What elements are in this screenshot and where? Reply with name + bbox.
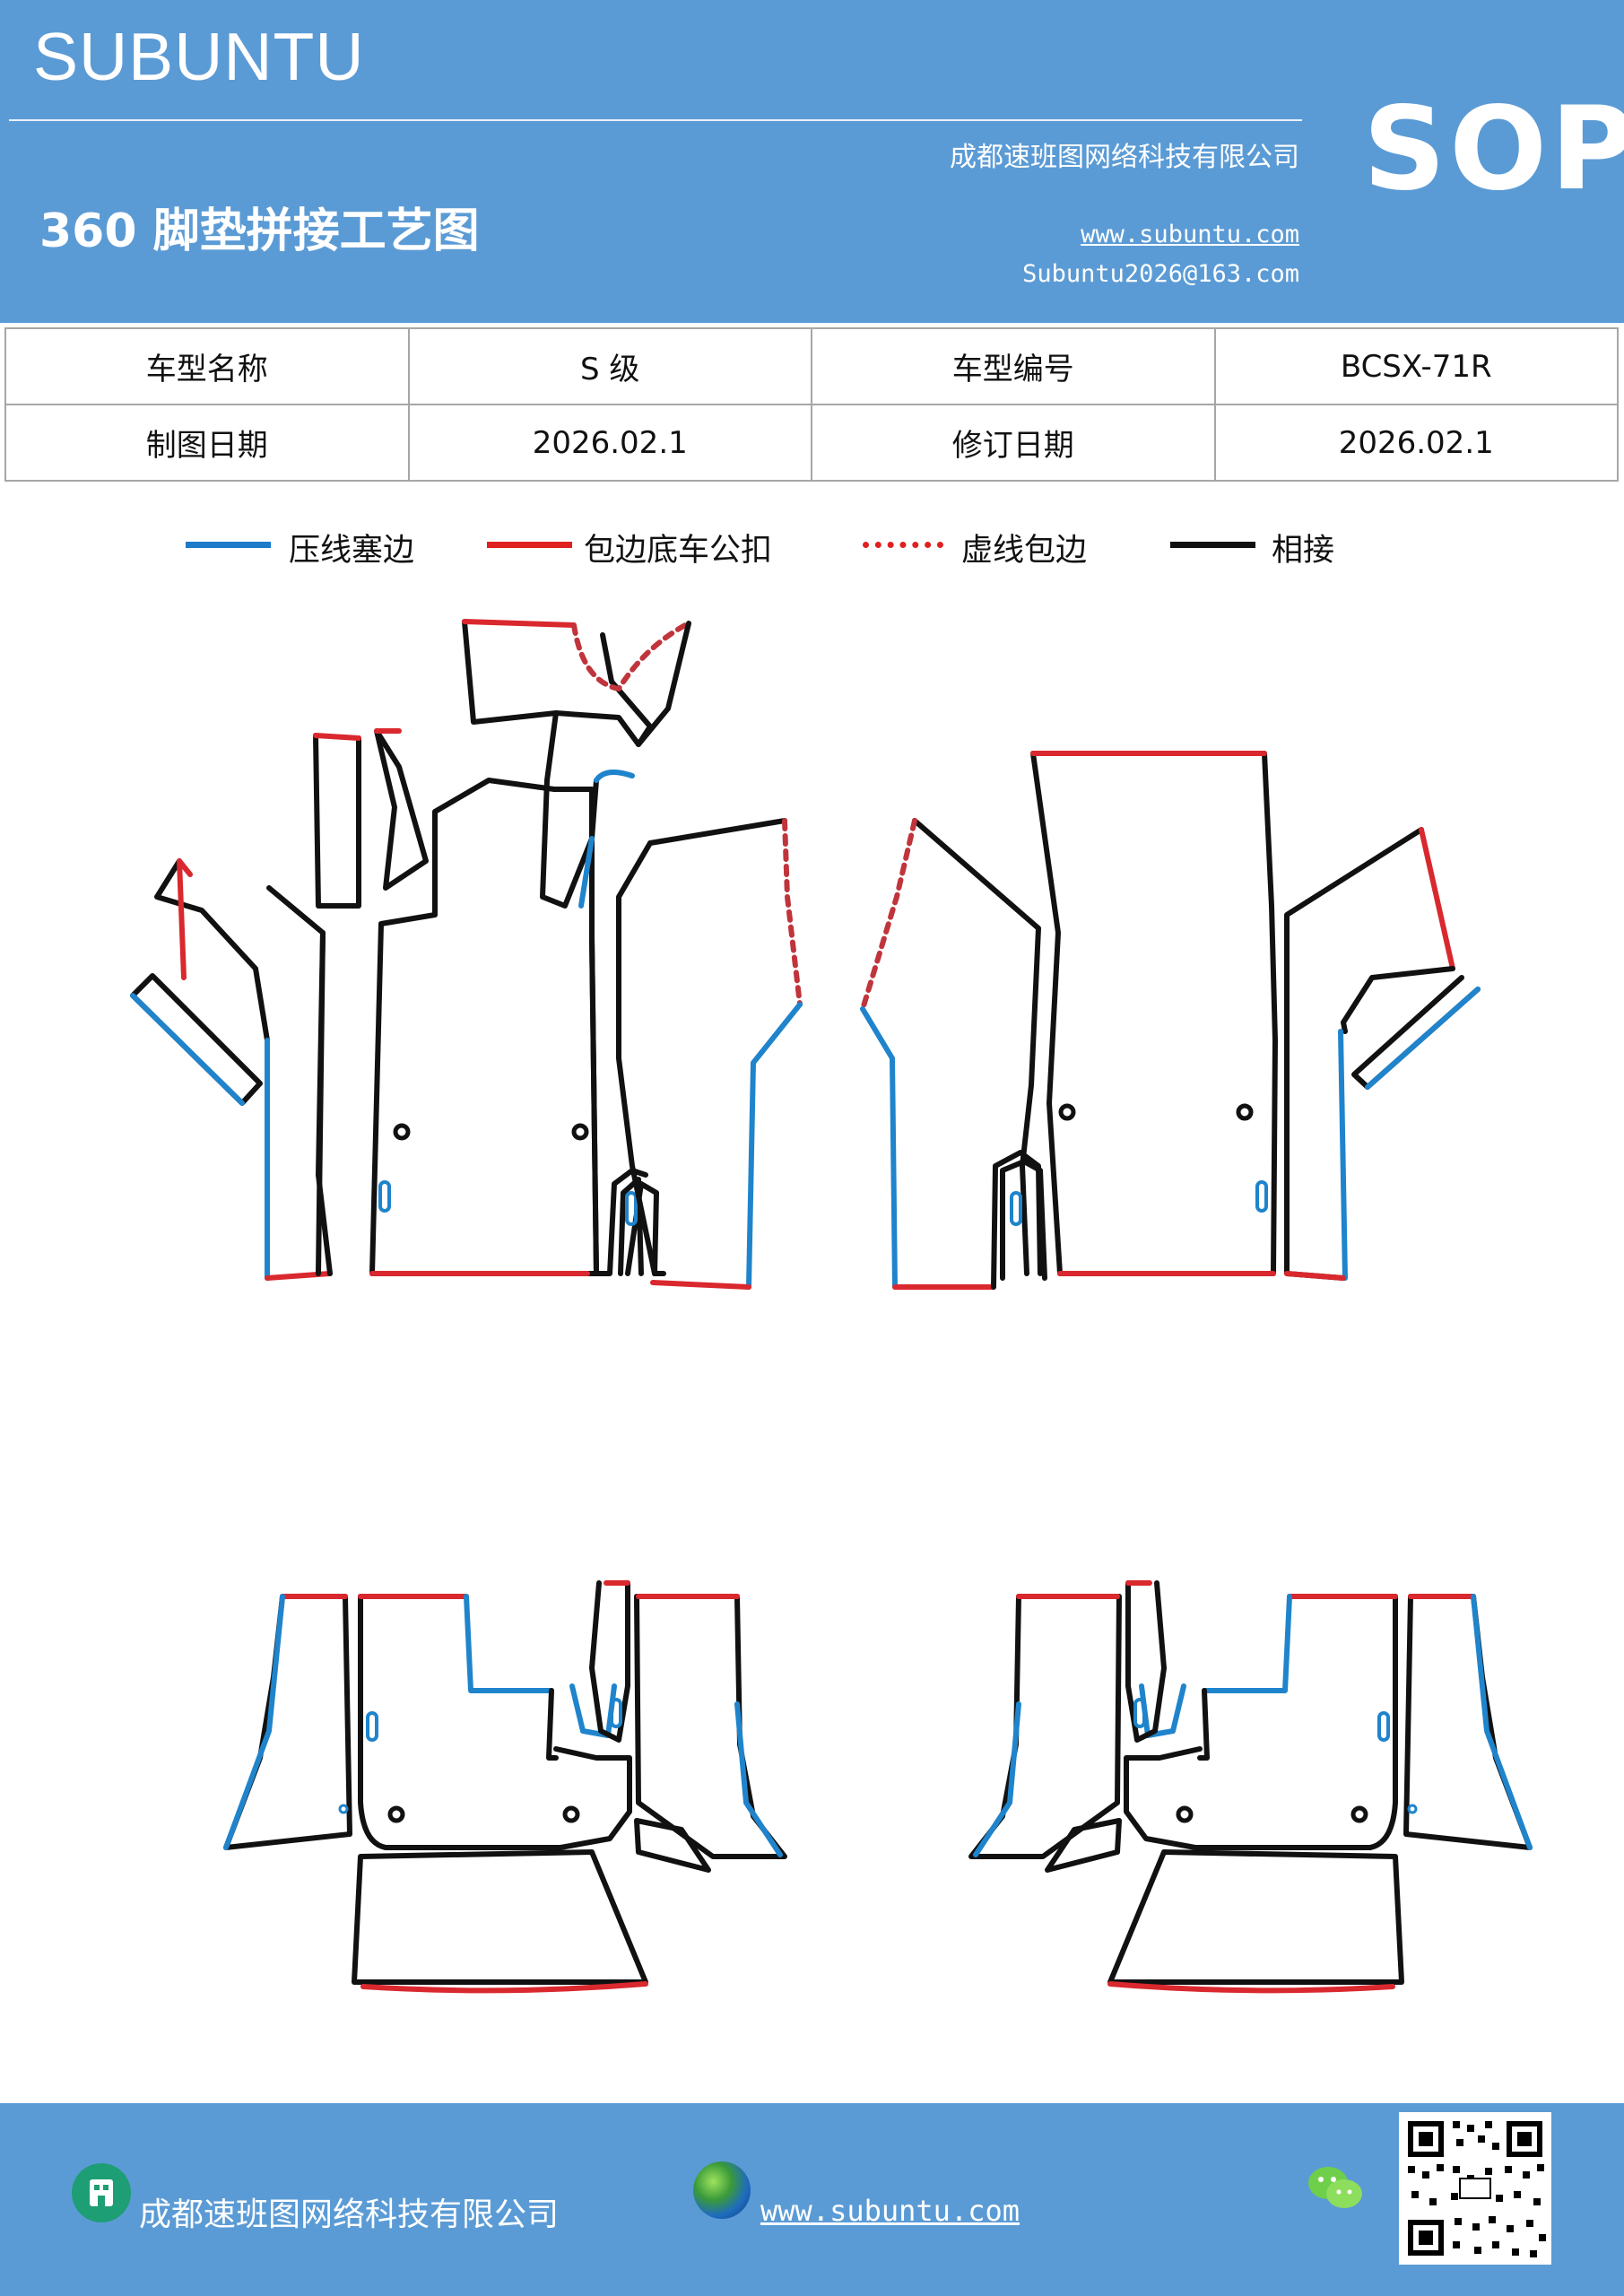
sop-badge: SOP bbox=[1363, 83, 1624, 216]
header-website-link[interactable]: www.subuntu.com bbox=[1081, 221, 1299, 248]
brand-name: SUBUNTU bbox=[33, 19, 365, 94]
legend-swatch-black bbox=[1170, 542, 1255, 548]
model-name-label: 车型名称 bbox=[4, 327, 410, 405]
footer-website-link[interactable]: www.subuntu.com bbox=[760, 2194, 1020, 2228]
mat-piece bbox=[860, 818, 1047, 1290]
mat-piece bbox=[616, 818, 803, 1290]
table-row: 车型名称 S 级 车型编号 BCSX-71R bbox=[4, 327, 1619, 405]
footer-company: 成都速班图网络科技有限公司 bbox=[139, 2196, 560, 2233]
header-company: 成都速班图网络科技有限公司 bbox=[950, 142, 1299, 173]
document-title: 360 脚垫拼接工艺图 bbox=[39, 204, 480, 258]
rear-mats-group bbox=[223, 1580, 1533, 1994]
mat-piece bbox=[1284, 827, 1481, 1281]
legend-label: 虚线包边 bbox=[961, 533, 1088, 569]
legend-label: 相接 bbox=[1272, 533, 1335, 569]
front-mats-group bbox=[130, 619, 1481, 1290]
mat-piece bbox=[462, 619, 691, 909]
mat-piece bbox=[313, 728, 429, 909]
building-icon bbox=[72, 2163, 131, 2222]
mat-piece bbox=[316, 778, 599, 1276]
legend-label: 包边底车公扣 bbox=[584, 533, 773, 569]
legend-swatch-red bbox=[487, 542, 572, 548]
draw-date-value: 2026.02.1 bbox=[407, 404, 812, 482]
info-table: 车型名称 S 级 车型编号 BCSX-71R 制图日期 2026.02.1 修订… bbox=[4, 327, 1619, 482]
model-name-value: S 级 bbox=[407, 327, 812, 405]
table-row: 制图日期 2026.02.1 修订日期 2026.02.1 bbox=[4, 404, 1619, 482]
mat-piece bbox=[1030, 751, 1278, 1276]
model-code-value: BCSX-71R bbox=[1213, 327, 1619, 405]
header-banner bbox=[0, 0, 1624, 323]
qr-code[interactable] bbox=[1399, 2112, 1551, 2265]
mat-piece bbox=[223, 1580, 787, 1994]
legend-label: 压线塞边 bbox=[289, 533, 415, 569]
mat-piece bbox=[968, 1580, 1533, 1994]
mat-piece bbox=[130, 858, 333, 1281]
model-code-label: 车型编号 bbox=[811, 327, 1216, 405]
legend-swatch-blue bbox=[186, 542, 271, 548]
revise-date-value: 2026.02.1 bbox=[1213, 404, 1619, 482]
legend-swatch-dotted-red bbox=[863, 542, 943, 548]
globe-icon bbox=[693, 2161, 751, 2219]
header-divider bbox=[9, 119, 1302, 121]
draw-date-label: 制图日期 bbox=[4, 404, 410, 482]
header-email: Subuntu2026@163.com bbox=[1022, 260, 1299, 288]
revise-date-label: 修订日期 bbox=[811, 404, 1216, 482]
wechat-icon bbox=[1305, 2161, 1368, 2215]
